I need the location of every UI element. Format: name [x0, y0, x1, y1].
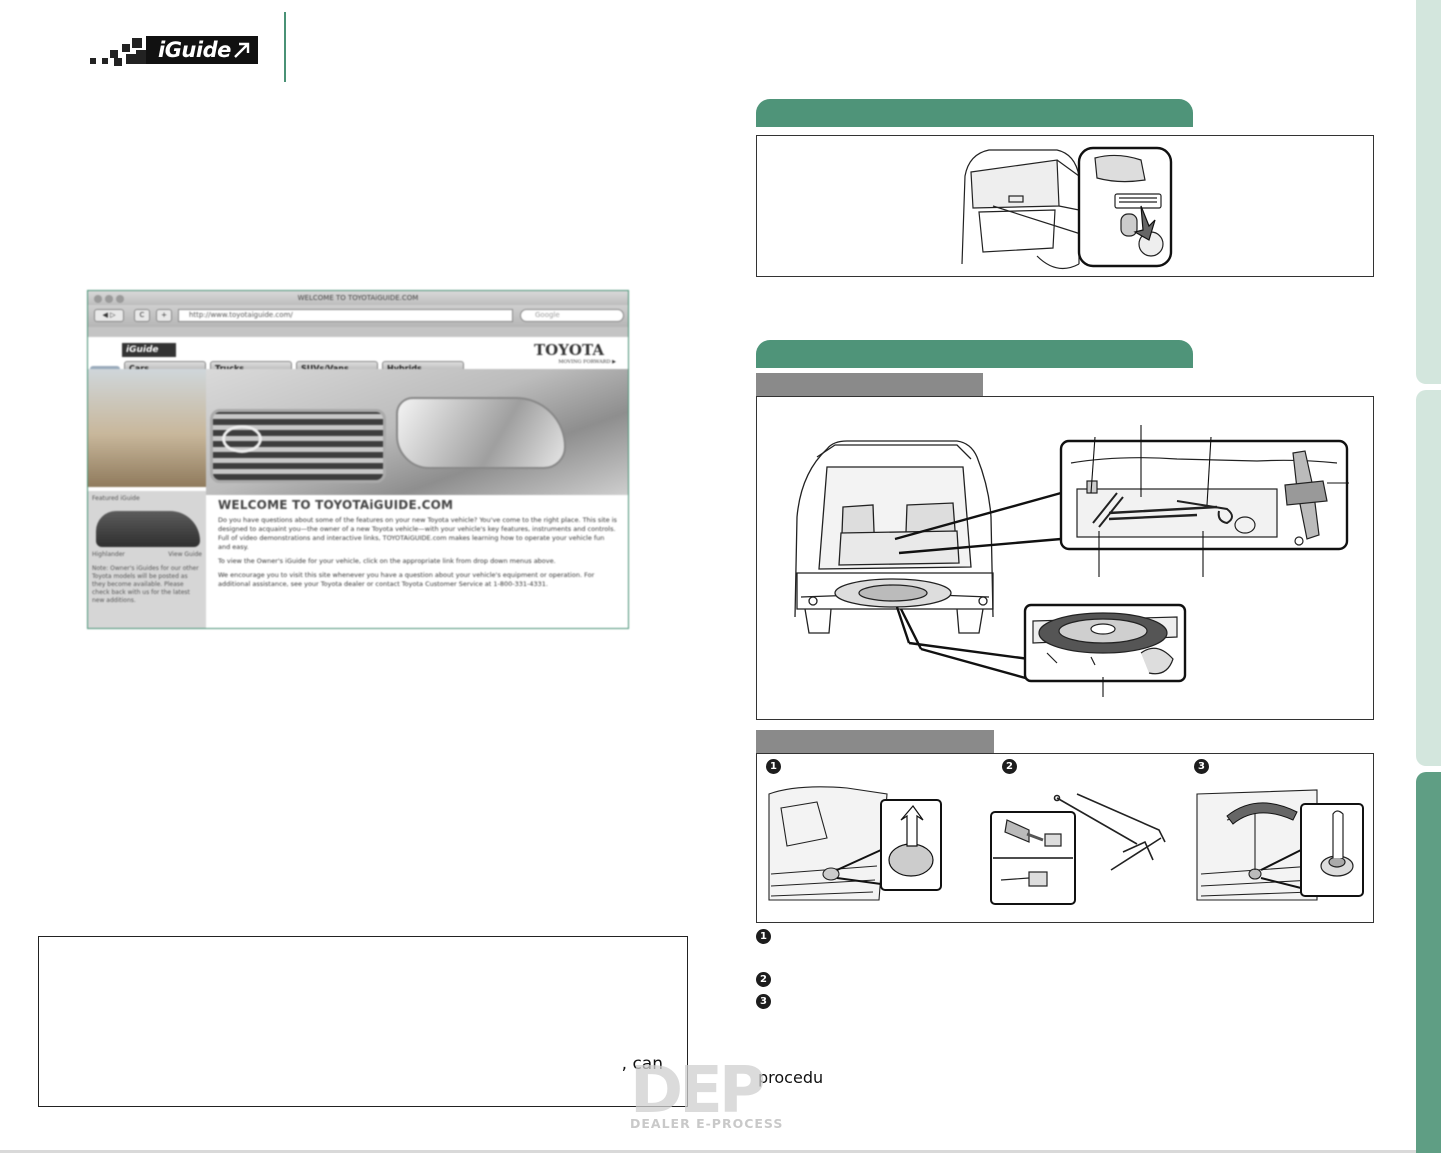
toyota-emblem: [222, 425, 262, 453]
tools-location-illustration: [794, 425, 1349, 697]
welcome-paragraph-3: We encourage you to visit this site when…: [218, 571, 595, 588]
featured-note: Note: Owner's iGuides for our other Toyo…: [92, 565, 199, 604]
back-forward-button: ◀ ▷: [94, 309, 124, 322]
dep-logo-graphic: DEP DEALER E-PROCESS: [630, 1054, 783, 1131]
iguide-plate: iGuide: [146, 36, 258, 64]
hero-car-photo: [206, 369, 628, 495]
procedure-text-fragment: procedu: [758, 1068, 824, 1087]
featured-car-photo: [96, 511, 200, 547]
dealer-e-process-watermark: DEP DEALER E-PROCESS: [628, 1054, 814, 1132]
illustration-frame-removal-steps: 1 2 3: [756, 753, 1374, 923]
section-header-tab-1: [756, 99, 1193, 127]
checker-pattern: [88, 34, 148, 66]
subsection-tab-2b: [756, 730, 994, 753]
section-side-tabs: [1416, 0, 1441, 1153]
address-bar: http://www.toyotaiguide.com/: [178, 309, 513, 322]
welcome-paragraph-2: To view the Owner's iGuide for your vehi…: [218, 557, 556, 565]
note-box: , can: [38, 936, 688, 1107]
window-controls: [94, 294, 127, 308]
browser-window-title: WELCOME TO TOYOTAiGUIDE.COM: [297, 294, 419, 302]
featured-label: Featured iGuide: [92, 495, 140, 502]
side-tab-3-active: [1416, 772, 1441, 1153]
featured-model: Highlander: [92, 551, 125, 558]
legend-step-1: 1: [756, 929, 771, 944]
step-3-badge: 3: [1194, 759, 1209, 774]
watermark-letters: DEP: [630, 1058, 764, 1128]
add-bookmark-button: +: [156, 309, 172, 322]
illustration-frame-door-release: [756, 135, 1374, 277]
illustration-frame-tools-location: [756, 396, 1374, 720]
site-logo: iGuide: [96, 343, 176, 357]
door-release-illustration: [961, 146, 1173, 270]
featured-iguide-panel: Featured iGuide Highlander View Guide No…: [88, 491, 206, 628]
step-2-badge: 2: [1002, 759, 1017, 774]
note-text-fragment: , can: [621, 1054, 663, 1074]
welcome-paragraph-1: Do you have questions about some of the …: [218, 516, 617, 551]
side-tab-2: [1416, 390, 1441, 766]
removal-steps-illustration: [768, 786, 1364, 905]
welcome-content: WELCOME TO TOYOTAiGUIDE.COM Do you have …: [218, 497, 618, 594]
search-field: Google: [520, 309, 624, 322]
logo-text: iGuide: [158, 38, 231, 62]
step-1-badge: 1: [766, 759, 781, 774]
browser-titlebar: WELCOME TO TOYOTAiGUIDE.COM: [88, 291, 628, 305]
bottom-rule: [0, 1150, 1416, 1153]
legend-step-2: 2: [756, 972, 771, 987]
watermark-caption: DEALER E-PROCESS: [630, 1116, 783, 1131]
reload-button: C: [134, 309, 150, 322]
view-guide-link: View Guide: [168, 551, 202, 558]
side-tab-1: [1416, 0, 1441, 384]
header-divider: [284, 12, 286, 82]
browser-toolbar: ◀ ▷ C + http://www.toyotaiguide.com/ Goo…: [88, 305, 628, 327]
subsection-tab-2a: [756, 373, 983, 396]
website-page: iGuide TOYOTA MOVING FORWARD ▶ Cars Truc…: [88, 337, 628, 628]
browser-screenshot: WELCOME TO TOYOTAiGUIDE.COM ◀ ▷ C + http…: [87, 290, 629, 629]
headlamp-graphic: [396, 397, 566, 469]
toyota-logo: TOYOTA MOVING FORWARD ▶: [534, 341, 616, 365]
iguide-logo: iGuide: [88, 34, 258, 66]
welcome-title: WELCOME TO TOYOTAiGUIDE.COM: [218, 498, 454, 512]
bookmarks-bar: [88, 327, 628, 337]
legend-step-3: 3: [756, 994, 771, 1009]
section-header-tab-2: [756, 340, 1193, 368]
lifestyle-photo: [88, 369, 206, 487]
arrow-up-right-icon: [234, 42, 250, 58]
